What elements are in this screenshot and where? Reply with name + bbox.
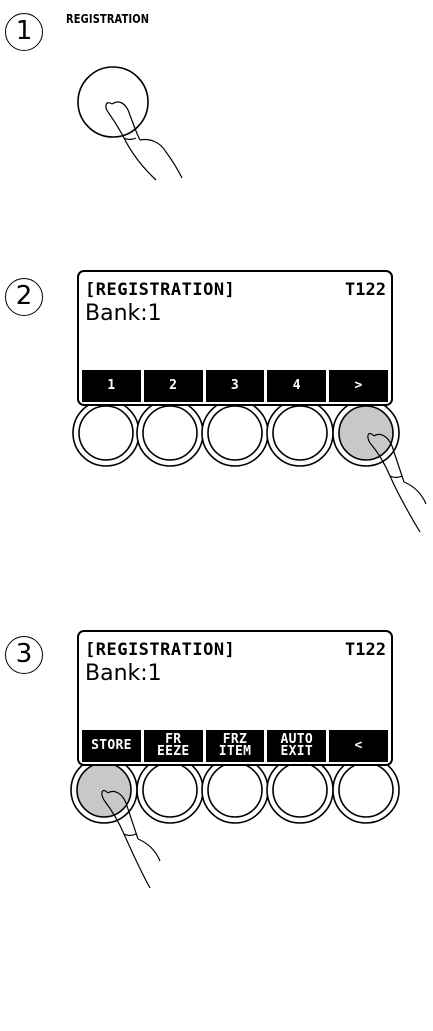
step-3-number: 3 xyxy=(5,636,43,674)
softkey-row: 1 2 3 4 > xyxy=(82,370,388,402)
softkey-next[interactable]: > xyxy=(329,370,388,402)
softkey-row: STORE FR EEZE FRZ ITEM AUTO EXIT < xyxy=(82,730,388,762)
display-bank: Bank:1 xyxy=(85,301,162,326)
softkey-1[interactable]: 1 xyxy=(82,370,141,402)
softkey-freeze-item[interactable]: FRZ ITEM xyxy=(206,730,265,762)
lcd-display-step-3: [REGISTRATION] T122 Bank:1 STORE FR EEZE… xyxy=(77,630,393,766)
step-2-number: 2 xyxy=(5,278,43,316)
softkey-auto-exit[interactable]: AUTO EXIT xyxy=(267,730,326,762)
lcd-display-step-2: [REGISTRATION] T122 Bank:1 1 2 3 4 > xyxy=(77,270,393,406)
display-tempo: T122 xyxy=(345,640,386,660)
softkey-back[interactable]: < xyxy=(329,730,388,762)
display-title: [REGISTRATION] xyxy=(85,280,235,300)
softkey-3[interactable]: 3 xyxy=(206,370,265,402)
display-title: [REGISTRATION] xyxy=(85,640,235,660)
softkey-store[interactable]: STORE xyxy=(82,730,141,762)
softkey-2[interactable]: 2 xyxy=(144,370,203,402)
display-tempo: T122 xyxy=(345,280,386,300)
display-bank: Bank:1 xyxy=(85,661,162,686)
pressed-button-5[interactable] xyxy=(339,406,393,460)
softkey-freeze[interactable]: FR EEZE xyxy=(144,730,203,762)
registration-button[interactable] xyxy=(78,67,148,137)
softkey-4[interactable]: 4 xyxy=(267,370,326,402)
